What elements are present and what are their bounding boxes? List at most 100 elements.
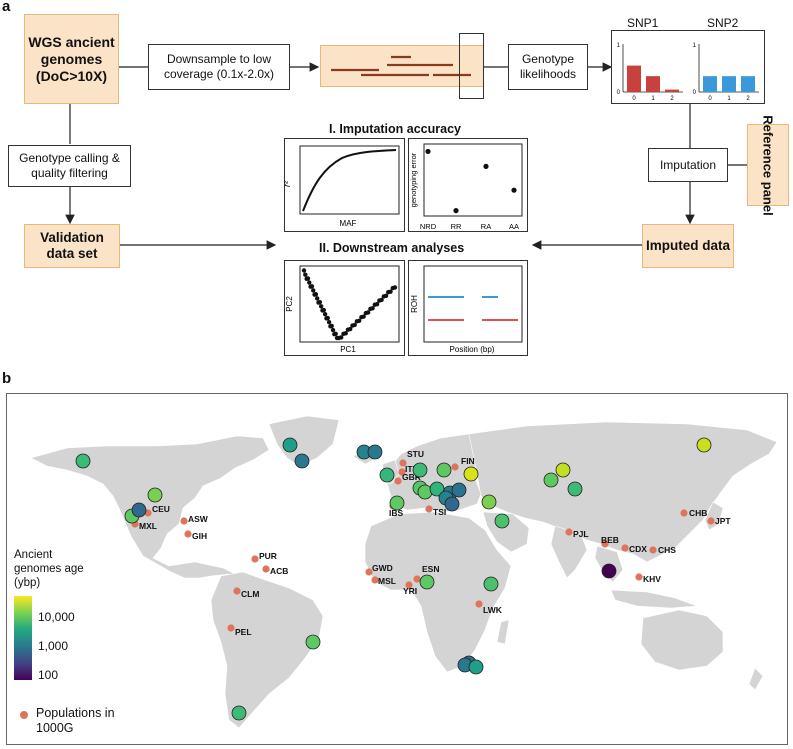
legend-tick-100: 100 — [38, 668, 59, 682]
new-zealand-shape — [748, 667, 764, 691]
snp2-bar — [703, 76, 717, 92]
pop-label-acb: ACB — [270, 566, 288, 576]
pca-point — [370, 306, 375, 311]
panel-a-arrows — [65, 62, 747, 250]
error-point — [511, 187, 517, 193]
pca-point — [343, 331, 348, 336]
pca-point — [325, 315, 330, 321]
wgs-ancient-genomes-box: WGS ancient genomes (DoC>10X) — [24, 14, 119, 104]
ancient-genome-circle — [696, 437, 712, 453]
pop-dot-gwd — [365, 568, 373, 576]
pop-label-clm: CLM — [241, 589, 259, 599]
snp1-bar — [646, 76, 660, 92]
snp-window-highlight — [459, 33, 484, 99]
pca-point — [318, 304, 324, 309]
pop-dot-fin — [451, 463, 459, 471]
ancient-genome-circle — [468, 659, 484, 675]
pca-point — [352, 322, 357, 328]
pca-point — [321, 307, 326, 313]
pca-point — [379, 297, 384, 303]
pop-dot-clm — [233, 587, 241, 595]
pca-point — [339, 335, 344, 340]
ancient-genome-circle — [379, 467, 395, 483]
age-colorbar — [14, 596, 32, 680]
pop-label-ceu: CEU — [152, 504, 170, 514]
south-america-shape — [210, 571, 324, 729]
low-coverage-reads-box — [320, 45, 484, 87]
snp1-label: SNP1 — [627, 16, 659, 30]
pca-point — [388, 289, 393, 294]
pop-dot-acb — [262, 565, 270, 573]
roh-plot: ROH Position (bp) — [410, 265, 523, 354]
ancient-genome-circle — [131, 502, 147, 518]
pop-label-tsi: TSI — [433, 507, 446, 517]
continents — [30, 415, 778, 729]
r2-plot: r² MAF — [284, 145, 400, 228]
pop-label-pel: PEL — [235, 627, 252, 637]
pop-dot-pel — [227, 624, 235, 632]
pop-dot-itu — [398, 468, 406, 476]
panel-a-letter: a — [2, 0, 11, 15]
pca-points — [301, 268, 398, 341]
ancient-genome-circle — [444, 496, 460, 512]
ancient-genome-circle — [451, 482, 467, 498]
snp1-ytick-bottom: 0 — [617, 90, 621, 96]
pop-dot-cdx — [621, 544, 629, 552]
pca-point — [392, 285, 398, 290]
snp2-label: SNP2 — [707, 16, 739, 30]
pca-point — [330, 327, 336, 333]
pop-dot-gbr — [394, 477, 402, 485]
pop-dot-pjl — [565, 528, 573, 536]
pca-point — [317, 299, 323, 305]
pca-point — [301, 268, 307, 273]
genotype-likelihoods-box: Genotype likelihoods — [508, 44, 588, 90]
ancient-genome-circle — [481, 494, 497, 510]
pca-point — [307, 280, 312, 285]
ancient-genome-circle — [419, 574, 435, 590]
pca-xlabel: PC1 — [340, 345, 356, 354]
roh-ylabel: ROH — [410, 295, 419, 313]
error-xtick: NRD — [420, 222, 437, 231]
arabia-shape — [482, 511, 530, 553]
ancient-genome-circle — [463, 466, 479, 482]
snp1-xtick: 1 — [651, 96, 655, 102]
legend-tick-1000: 1,000 — [38, 639, 69, 653]
pop-label-yri: YRI — [403, 586, 417, 596]
pop-label-khv: KHV — [643, 574, 661, 584]
snp2-xtick: 1 — [727, 96, 731, 102]
pop-dot-pur — [251, 555, 259, 563]
snp2-bar — [741, 76, 755, 92]
pca-point — [356, 318, 362, 323]
reference-panel-box: Reference panel — [747, 115, 789, 215]
pca-ylabel: PC2 — [285, 296, 294, 312]
roh-xlabel: Position (bp) — [450, 345, 495, 354]
australia-shape — [640, 609, 724, 671]
pop-dot-msl — [371, 576, 379, 584]
ancient-genomes-layer — [75, 437, 712, 721]
pca-point — [334, 335, 340, 341]
pop-label-mxl: MXL — [139, 521, 157, 531]
pop-label-msl: MSL — [378, 576, 396, 586]
pop-dot-esn — [413, 575, 421, 583]
pop-dot-yri — [405, 581, 413, 589]
pop-label-lwk: LWK — [483, 605, 503, 615]
india-shape — [550, 525, 588, 579]
pca-point — [365, 310, 371, 315]
pop-label-ibs: IBS — [389, 508, 404, 518]
ancient-genome-circle — [305, 634, 321, 650]
snp1-xtick: 2 — [670, 96, 674, 102]
snp2-bar — [722, 76, 736, 92]
ancient-genome-circle — [543, 472, 559, 488]
error-point — [425, 148, 431, 155]
ancient-genome-circle — [231, 705, 247, 721]
pop-label-gbr: GBR — [402, 472, 421, 482]
snp2-xtick: 2 — [746, 96, 750, 102]
asia-shape — [468, 421, 778, 563]
error-xtick: RR — [451, 222, 462, 231]
